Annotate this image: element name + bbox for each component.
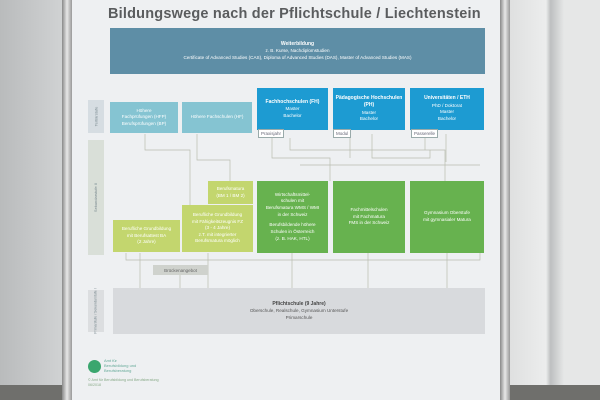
logo-line: Amt für <box>104 358 117 363</box>
box-line: Primarschule <box>285 314 313 320</box>
secondary-box-wms: Wirtschaftsmittel- schulen mit Berufsmat… <box>257 181 328 253</box>
box-title: Fachhochschulen (FH) <box>265 98 320 105</box>
box-line: Berufsbildende höhere <box>269 222 316 228</box>
box-line: mit Fachmatura <box>353 213 385 219</box>
secondary-box-efz: Berufliche Grundbildung mit Fähigkeitsze… <box>182 205 253 252</box>
box-line: Oberschule, Realschule, Gymnasium Unters… <box>249 307 349 313</box>
box-line: Master <box>439 109 455 115</box>
secondary-box-bm: Berufsmatura (BM 1 / BM 2) <box>208 181 253 204</box>
box-line: in der Schweiz <box>277 211 308 217</box>
box-line: Master <box>361 109 377 115</box>
side-label-primary: Primarstufe / Sekundarstufe I <box>88 288 104 334</box>
weiterbildung-box: Weiterbildung z. B. Kurse, Nachdiplomstu… <box>110 28 485 74</box>
box-line: Schulen in Österreich <box>270 228 315 234</box>
secondary-box-fms: Fachmittelschulen mit Fachmatura FMS in … <box>333 181 405 253</box>
box-line: Bachelor <box>437 115 457 121</box>
tag-passerelle: Passerelle <box>411 129 439 138</box>
wall-right <box>510 0 600 400</box>
secondary-box-eba: Berufliche Grundbildung mit Berufsattest… <box>113 220 180 252</box>
box-line: z.T. mit integrierter <box>198 231 237 237</box>
box-line: (BM 1 / BM 2) <box>216 192 245 198</box>
secondary-box-gymnasium: Gymnasium Oberstufe mit gymnasialer Matu… <box>410 181 484 253</box>
footer-line: © Amt für Berufsbildung und Berufsberatu… <box>88 378 159 382</box>
logo-line: Berufsbildung und <box>104 363 137 369</box>
tertiary-box-hf: Höhere Fachschulen (HF) <box>182 102 252 133</box>
box-line: Gymnasium Oberstufe <box>424 210 470 216</box>
tertiary-box-fh: Fachhochschulen (FH) Master Bachelor <box>257 88 328 130</box>
box-line: schulen mit <box>280 198 305 204</box>
wall-left <box>0 0 62 400</box>
side-label-secondary: Sekundarstufe II <box>88 140 104 255</box>
box-title: Höhere Fachschulen (HF) <box>190 114 244 120</box>
weiterbildung-line: Certificate of Advanced Studies (CAS), D… <box>183 54 412 60</box>
footer-text: © Amt für Berufsbildung und Berufsberatu… <box>88 378 159 387</box>
box-line: mit Berufsattest BA <box>126 232 167 238</box>
box-line: mit gymnasialer Matura <box>423 217 471 222</box>
logo-text: Amt für Berufsbildung und Berufsberatung <box>104 358 136 374</box>
box-line: FMS in der Schweiz <box>348 220 390 226</box>
stand-pole-left <box>62 0 72 400</box>
tag-praxisjahr: Praxisjahr <box>258 129 285 138</box>
box-line: Berufsmatura WMS / WMI <box>265 205 320 211</box>
box-line: Berufliche Grundbildung <box>121 226 172 232</box>
side-label-tertiary: Tertiärstufe <box>88 100 104 133</box>
tertiary-box-ph: Pädagogische Hochschulen (PH) Master Bac… <box>333 88 405 130</box>
stand-pole-right <box>500 0 510 400</box>
box-line: PhD / Doktorat <box>431 102 463 108</box>
box-line: Wirtschaftsmittel- <box>274 191 311 197</box>
weiterbildung-heading: Weiterbildung <box>280 40 315 47</box>
box-title: Höhere <box>136 107 152 113</box>
box-line: Fachmittelschulen <box>350 207 388 213</box>
box-line: Master <box>285 105 300 111</box>
box-line: Berufliche Grundbildung <box>192 211 243 217</box>
tag-modul: Modul <box>333 129 352 138</box>
box-line: Bachelor <box>283 112 302 118</box>
box-title: Pflichtschule (9 Jahre) <box>272 300 326 307</box>
poster-title: Bildungswege nach der Pflichtschule / Li… <box>108 6 481 22</box>
box-line: Berufsprüfungen (BP) <box>121 120 167 126</box>
pflichtschule-box: Pflichtschule (9 Jahre) Oberschule, Real… <box>113 288 485 334</box>
tertiary-box-hfp: Höhere Fachprüfungen (HFP) Berufsprüfung… <box>110 102 178 133</box>
logo-line: Berufsberatung <box>104 368 132 374</box>
box-title: Pädagogische Hochschulen (PH) <box>335 95 403 109</box>
box-title: Universitäten / ETH <box>424 95 470 102</box>
box-line: Fachprüfungen (HFP) <box>121 114 167 120</box>
box-line: Bachelor <box>359 116 379 122</box>
box-line: mit Fähigkeitszeugnis FZ <box>191 218 244 224</box>
weiterbildung-line: z. B. Kurse, Nachdiplomstudien <box>265 47 330 53</box>
footer-line: 06/2018 <box>88 382 101 387</box>
box-line: (z. B. HAK, HTL) <box>275 235 310 241</box>
box-line: Berufsmatura möglich <box>195 238 240 244</box>
abb-logo-icon <box>88 360 101 373</box>
box-line: Berufsmatura <box>216 185 245 191</box>
tertiary-box-uni: Universitäten / ETH PhD / Doktorat Maste… <box>410 88 484 130</box>
box-line: (2 Jahre) <box>137 239 156 245</box>
brueckenangebot-box: Brückenangebot <box>153 265 208 275</box>
box-line: (3 - 4 Jahre) <box>204 225 231 231</box>
